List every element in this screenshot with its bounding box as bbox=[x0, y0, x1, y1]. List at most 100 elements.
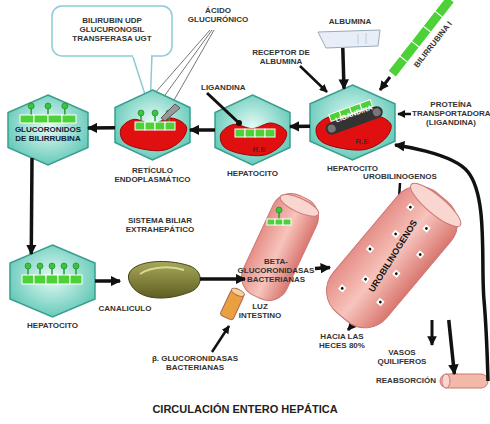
glucuronic-acid bbox=[28, 103, 34, 109]
callout-gap bbox=[133, 51, 151, 57]
bilirubin-segment bbox=[245, 129, 255, 137]
node-text: CANALICULO bbox=[95, 304, 155, 313]
gallbladder: SISTEMA BILIAR EXTRAHEPÁTICOCANALICULO bbox=[120, 258, 200, 300]
hepatocyte-hexagon-outline bbox=[215, 95, 290, 165]
node-text: R.E bbox=[350, 137, 374, 146]
hexagon-outline bbox=[8, 95, 88, 165]
node-text: GLUCORONIDOS DE BILIRRUBINA bbox=[12, 125, 84, 143]
node-text: ALBUMINA bbox=[320, 17, 380, 26]
bilirubin-segment bbox=[265, 129, 275, 137]
bilirubin-segment bbox=[283, 219, 291, 225]
urobilinogen-particle bbox=[361, 275, 369, 283]
glucuronic-acid bbox=[138, 110, 144, 116]
flow-arrow bbox=[88, 126, 115, 130]
urobilinogen-particle bbox=[376, 298, 384, 306]
glucuronic-acid bbox=[49, 263, 55, 269]
annotation-label: RECEPTOR DE ALBUMINA bbox=[244, 48, 318, 66]
hexagon-outline bbox=[215, 95, 290, 165]
hepatocyte-hexagon: GLUCORONIDOS DE BILIRRUBINA bbox=[8, 95, 88, 165]
annotation-label: UROBILINOGENOS bbox=[355, 172, 445, 181]
protein-arrow bbox=[398, 113, 411, 116]
albumin-notch bbox=[358, 33, 366, 44]
bilirubin-arrow bbox=[380, 77, 390, 90]
annotation-label: HACIA LAS HECES 80% bbox=[316, 332, 368, 350]
particle-dot bbox=[394, 232, 398, 236]
node-text: HEPATOCITO bbox=[215, 169, 290, 178]
hepatocyte-hexagon-outline bbox=[10, 245, 95, 317]
leader-line bbox=[169, 30, 214, 109]
duct-rim bbox=[230, 287, 245, 298]
node-text: REABSORCIÓN bbox=[356, 376, 436, 385]
hepatocyte-hexagon: LIGANDINAR.EHEPATOCITO bbox=[215, 95, 290, 165]
bar-segment bbox=[435, 0, 455, 17]
enzyme-tool bbox=[161, 104, 180, 121]
intestine-tube bbox=[235, 187, 325, 307]
enzyme-arrow bbox=[212, 326, 229, 352]
node-text: SISTEMA BILIAR EXTRAHEPÁTICO bbox=[120, 216, 200, 234]
particle-dot bbox=[408, 205, 412, 209]
flow-arrow bbox=[315, 268, 330, 269]
glucuronic-acid bbox=[37, 263, 43, 269]
glucuronic-acid bbox=[152, 110, 158, 116]
bilirubin-segment bbox=[145, 122, 155, 130]
urobilinogen-particle bbox=[422, 224, 430, 232]
node-text: HEPATOCITO bbox=[315, 164, 390, 173]
annotation-label: PROTEÍNA TRANSPORTADORA (LIGANDINA) bbox=[412, 100, 490, 127]
node-text: LIGANDINA bbox=[201, 83, 253, 92]
intestine-tube bbox=[315, 175, 469, 339]
hexagon-outline bbox=[310, 85, 395, 160]
bilirubin-segment bbox=[267, 219, 275, 225]
belt-wheel bbox=[327, 123, 337, 133]
endoplasmic-reticulum bbox=[220, 123, 286, 156]
node-text: BILIRUBIN UDP GLUCURONOSIL TRANSFERASA U… bbox=[57, 16, 167, 43]
particle-dot bbox=[364, 277, 368, 281]
hexagon-outline bbox=[115, 90, 190, 160]
bilirubin-segment bbox=[62, 115, 76, 123]
node-text: HEPATOCITO bbox=[15, 321, 90, 330]
hepatocyte-hexagon: HEPATOCITO bbox=[10, 245, 95, 317]
bilirubin-segment bbox=[70, 275, 82, 284]
bilirubin-segment bbox=[135, 122, 145, 130]
vessel-end bbox=[442, 374, 450, 388]
flow-arrow bbox=[449, 320, 455, 374]
intestine-segment: BETA-GLUCORONIDASAS BACTERIANAS bbox=[245, 195, 315, 300]
urobilinogen-particle bbox=[366, 245, 374, 253]
bilirubin-segment bbox=[275, 219, 283, 225]
albumin-body bbox=[318, 30, 380, 48]
annotation-label: VASOS QUILIFEROS bbox=[374, 348, 430, 366]
particle-dot bbox=[418, 253, 422, 257]
glucuronic-acid bbox=[45, 103, 51, 109]
flow-arrow bbox=[30, 158, 34, 254]
bilirubin-segment bbox=[48, 115, 62, 123]
particle-dot bbox=[368, 247, 372, 251]
bilirubin-segment bbox=[22, 275, 34, 284]
gallbladder-shine bbox=[140, 267, 184, 274]
vessel-body bbox=[440, 374, 488, 388]
annotation-label: LUZ INTESTINO bbox=[238, 302, 282, 320]
albumin-shape-outline bbox=[318, 30, 380, 48]
intestine-wall bbox=[235, 187, 325, 307]
flow-arrow bbox=[200, 277, 245, 281]
bilirubin-segment bbox=[58, 275, 70, 284]
bilirubin-segment bbox=[255, 129, 265, 137]
hepatocyte-hexagon-outline bbox=[310, 85, 395, 160]
ligandin-belt bbox=[321, 97, 384, 136]
node-text: BETA-GLUCORONIDASAS BACTERIANAS bbox=[235, 257, 317, 284]
bilirubin-segment bbox=[34, 275, 46, 284]
particle-dot bbox=[378, 300, 382, 304]
bilirubin-segment bbox=[235, 129, 245, 137]
annotation-label: β. GLUCORONIDASAS BACTERIANAS bbox=[140, 354, 250, 372]
particle-dot bbox=[394, 272, 398, 276]
urobilinogen-particle bbox=[416, 250, 424, 258]
diagram-title: CIRCULACIÓN ENTERO HEPÁTICA bbox=[0, 403, 490, 415]
enzyme-callout: BILIRUBIN UDP GLUCURONOSIL TRANSFERASA U… bbox=[52, 6, 172, 56]
flow-arrow bbox=[290, 125, 310, 129]
hepatocyte-hexagon-outline bbox=[115, 90, 190, 160]
flow-arrow bbox=[95, 279, 120, 283]
albumin-shape: ALBUMINA bbox=[318, 30, 380, 48]
annotation-label: ÁCIDO GLUCURÓNICO bbox=[185, 6, 251, 24]
hepatocyte-hexagon: LIGANDINAR.EHEPATOCITO bbox=[310, 85, 395, 160]
urobilinogen-particle bbox=[338, 284, 346, 292]
